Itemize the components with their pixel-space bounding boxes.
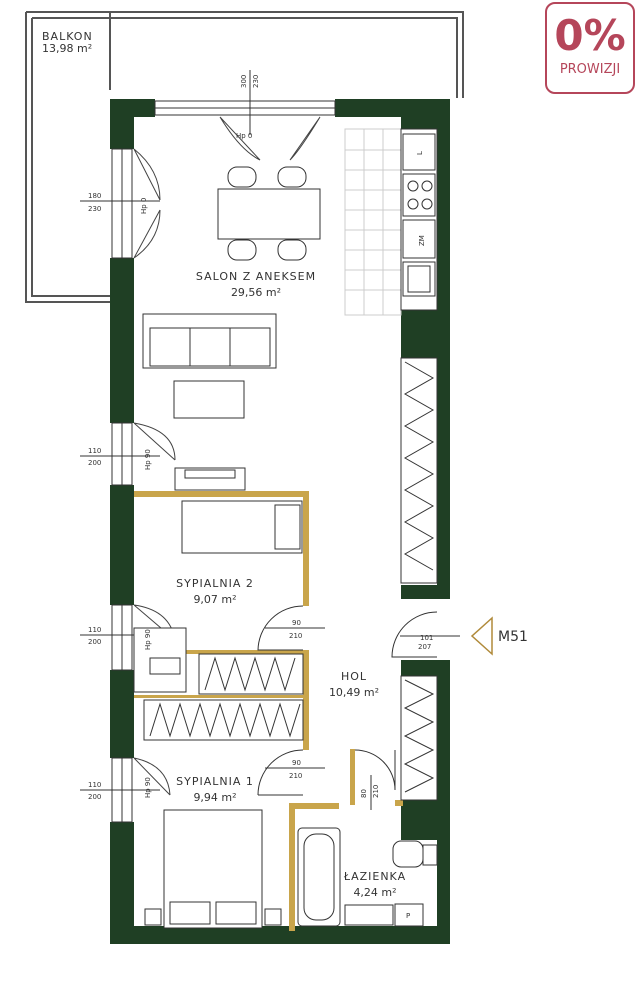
interior-partitions: [134, 491, 403, 931]
windows: [111, 100, 336, 823]
sofa-set: [142, 313, 277, 491]
kitchen-tiles: [344, 128, 402, 316]
sill-syp1: Hp 90: [144, 777, 152, 798]
commission-badge: 0% PROWIZJI: [545, 2, 635, 94]
bed-syp2: [181, 500, 303, 554]
sill-top: Hp 0: [236, 132, 252, 140]
sill-syp2: Hp 90: [144, 629, 152, 650]
sill-left: Hp 0: [140, 198, 148, 214]
door-bath-a: 80: [360, 789, 368, 798]
door-entry-a: 101: [420, 634, 433, 642]
entry-arrow: [470, 616, 493, 656]
dim-top-b: 230: [252, 75, 260, 88]
sill-left2: Hp 90: [144, 449, 152, 470]
dim-salon-left2-a: 110: [88, 447, 101, 455]
syp1-area: 9,94 m²: [193, 791, 236, 804]
syp2-area: 9,07 m²: [193, 593, 236, 606]
lazienka-name: ŁAZIENKA: [343, 870, 406, 883]
dim-salon-left-a: 180: [88, 192, 101, 200]
lazienka-area: 4,24 m²: [353, 886, 396, 899]
door-syp1-a: 90: [292, 759, 301, 767]
hol-name: HOL: [341, 670, 367, 683]
dim-salon-left-b: 230: [88, 205, 101, 213]
salon-area: 29,56 m²: [231, 286, 281, 299]
door-entry-b: 207: [418, 643, 431, 651]
dim-syp2-a: 110: [88, 626, 101, 634]
desk-syp2: [133, 627, 187, 693]
dim-syp1-b: 200: [88, 793, 101, 801]
syp1-name: SYPIALNIA 1: [176, 775, 254, 788]
door-bath-b: 210: [372, 785, 380, 798]
dimension-lines: [80, 70, 460, 810]
fridge-label: L: [416, 151, 424, 155]
dining-set: [217, 166, 321, 261]
balcony-outline: [25, 11, 464, 303]
exterior-walls: [110, 99, 450, 944]
hol-area: 10,49 m²: [329, 686, 379, 699]
badge-percent: 0%: [554, 11, 626, 60]
dishwasher-label: ZM: [418, 235, 426, 246]
bathroom-fixtures: [297, 827, 438, 927]
dim-syp1-a: 110: [88, 781, 101, 789]
syp2-name: SYPIALNIA 2: [176, 577, 254, 590]
salon-name: SALON Z ANEKSEM: [196, 270, 316, 283]
dim-syp2-b: 200: [88, 638, 101, 646]
wardrobes: [143, 357, 438, 801]
dim-salon-left2-b: 200: [88, 459, 101, 467]
bed-syp1: [144, 809, 282, 929]
kitchen-counter: [400, 128, 438, 311]
door-swings: [257, 605, 438, 796]
door-syp1-b: 210: [289, 772, 302, 780]
balkon-name: BALKON: [42, 30, 93, 43]
dim-top-a: 300: [240, 75, 248, 88]
door-syp2-a: 90: [292, 619, 301, 627]
unit-label: M51: [498, 629, 528, 645]
door-syp2-b: 210: [289, 632, 302, 640]
washer-label: P: [406, 912, 410, 920]
balkon-area: 13,98 m²: [42, 42, 92, 55]
badge-text: PROWIZJI: [559, 62, 621, 77]
